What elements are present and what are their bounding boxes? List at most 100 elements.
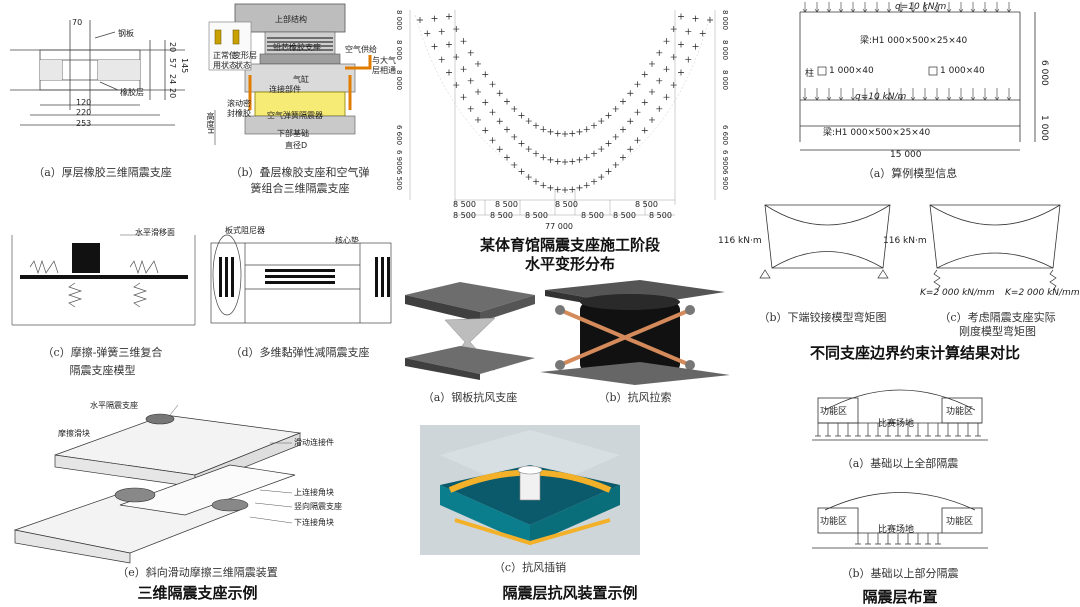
connector-label: 连接部件 xyxy=(269,85,301,94)
deform-bottom-r2-4: 8 500 xyxy=(581,211,604,220)
deformation-marker xyxy=(446,41,452,48)
deformation-marker xyxy=(699,30,706,37)
deform-bottom-3: 8 500 xyxy=(555,200,578,209)
deform-state-label2: 状态 xyxy=(235,61,251,70)
deformation-marker xyxy=(591,122,597,129)
air-spring-label: 空气弹簧隔震器 xyxy=(267,111,323,120)
isolation-bearing-mark xyxy=(855,533,861,545)
deformation-marker xyxy=(663,94,670,101)
panel-oblique-sliding: 水平隔震支座 摩擦滑块 滑动连接件 上连接角块 竖向隔震支座 下连接角块 （e）… xyxy=(0,395,395,607)
group-title-wind-devices: 隔震层抗风装置示例 xyxy=(502,584,638,602)
deform-bottom-4: 8 500 xyxy=(635,200,658,209)
deformation-marker xyxy=(598,146,605,153)
deformation-marker xyxy=(554,158,561,165)
isolation-bearing-mark xyxy=(975,423,981,437)
deformation-marker xyxy=(649,116,655,123)
deformation-marker xyxy=(620,126,626,133)
deformation-marker xyxy=(692,15,699,22)
deformation-marker xyxy=(663,38,670,45)
deformation-marker xyxy=(475,60,481,67)
dim-6000: 6 000 xyxy=(1039,60,1049,86)
caption-layout-a: （a）基础以上全部隔震 xyxy=(841,457,959,470)
load-arrow xyxy=(934,2,940,13)
axis-left-tick: 6 500 xyxy=(395,170,403,191)
deformation-marker xyxy=(467,105,474,112)
axis-right-tick: 6 900 xyxy=(721,150,729,171)
rolling-seal-label: 滚动密 xyxy=(227,99,251,108)
isolation-bearing-mark xyxy=(955,423,961,437)
load-arrow xyxy=(826,88,832,101)
deformation-marker xyxy=(446,13,452,20)
deformation-marker xyxy=(511,161,518,168)
deformation-marker xyxy=(612,133,619,140)
panel-viscoelastic: 板式阻尼器 核心垫 （d）多维黏弹性减隔震支座 xyxy=(205,215,395,375)
dim-145: 145 xyxy=(180,58,189,74)
q-bottom-label: q=10 kN/m xyxy=(855,92,907,102)
deformation-marker xyxy=(656,105,663,112)
panel-moment-diagrams: 116 kN·m 116 kN·m K=2 000 kN/mm K=2 000 … xyxy=(715,190,1080,365)
k-left-label: K=2 000 kN/mm xyxy=(920,288,995,298)
load-arrow xyxy=(970,88,976,101)
isolation-bearing-mark xyxy=(895,423,901,437)
axis-left-tick: 8 000 xyxy=(395,10,403,31)
deformation-marker xyxy=(504,154,510,161)
core-pad-label: 核心垫 xyxy=(335,236,359,245)
isolation-bearing-mark xyxy=(945,423,951,437)
deformation-marker xyxy=(612,105,619,112)
deformation-marker xyxy=(460,94,467,101)
deformation-marker xyxy=(641,71,648,78)
deform-bottom-r2-2: 8 500 xyxy=(490,211,513,220)
deformation-marker xyxy=(605,112,612,119)
isolation-bearing-mark xyxy=(865,533,871,545)
deformation-marker xyxy=(583,182,590,189)
layout-a-func-right: 功能区 xyxy=(946,407,974,417)
deformation-markers xyxy=(417,13,713,193)
deformation-marker xyxy=(547,184,554,191)
steel-wind-bearing-render xyxy=(405,282,535,380)
dim-70: 70 xyxy=(72,18,83,27)
deformation-marker xyxy=(656,49,663,56)
dim-20a: 20 xyxy=(168,42,177,53)
axis-right-tick: 8 000 xyxy=(721,10,729,31)
axis-right-tick: 8 000 xyxy=(721,40,729,61)
load-arrow xyxy=(910,2,916,13)
deformation-marker xyxy=(496,146,503,153)
deformation-marker xyxy=(482,99,489,106)
air-link-label2: 层相通 xyxy=(372,66,396,75)
deformation-marker xyxy=(707,17,713,23)
deform-title-line2: 水平变形分布 xyxy=(524,255,615,273)
deformation-marker xyxy=(678,41,684,48)
load-arrow xyxy=(802,88,808,101)
caption-moment-b: （b）下端铰接模型弯矩图 xyxy=(758,311,887,324)
caption-d: （d）多维黏弹性减隔震支座 xyxy=(230,346,370,359)
load-arrow xyxy=(994,88,1000,101)
h-bearing-label: 水平隔震支座 xyxy=(90,401,138,410)
layout-partial-drawing xyxy=(812,492,988,549)
deformation-marker xyxy=(417,17,423,23)
wind-pin-render xyxy=(420,425,640,555)
column-label: 柱 xyxy=(805,69,815,79)
deformation-marker xyxy=(583,126,590,133)
deform-bottom-r2-3: 8 500 xyxy=(525,211,548,220)
deform-bottom-r2-6: 8 500 xyxy=(649,211,672,220)
dim-20b: 20 xyxy=(168,88,177,99)
layout-b-func-right: 功能区 xyxy=(946,517,974,527)
deformation-marker xyxy=(670,26,677,33)
beam-bottom-label: 梁:H1 000×500×25×40 xyxy=(823,128,931,138)
panel-model-info: q=10 kN/m 梁:H1 000×500×25×40 柱 1 000×40 … xyxy=(745,0,1080,190)
deformation-marker xyxy=(591,178,597,185)
deformation-marker xyxy=(547,128,554,135)
deformation-marker xyxy=(641,99,648,106)
load-arrow xyxy=(1006,2,1012,13)
oblique-sliding-drawing xyxy=(13,404,302,564)
deformation-marker xyxy=(641,127,648,134)
axis-right-tick: 8 000 xyxy=(721,70,729,91)
deformation-marker xyxy=(511,105,518,112)
deformation-marker xyxy=(431,15,438,22)
upper-structure-label: 上部结构 xyxy=(275,15,307,24)
steel-plate-label: 钢板 xyxy=(118,29,134,38)
v-bearing-label: 竖向隔震支座 xyxy=(294,502,342,511)
isolation-bearing-mark xyxy=(965,423,971,437)
deform-title-line1: 某体育馆隔震支座施工阶段 xyxy=(479,236,660,254)
deformation-marker xyxy=(540,154,547,161)
